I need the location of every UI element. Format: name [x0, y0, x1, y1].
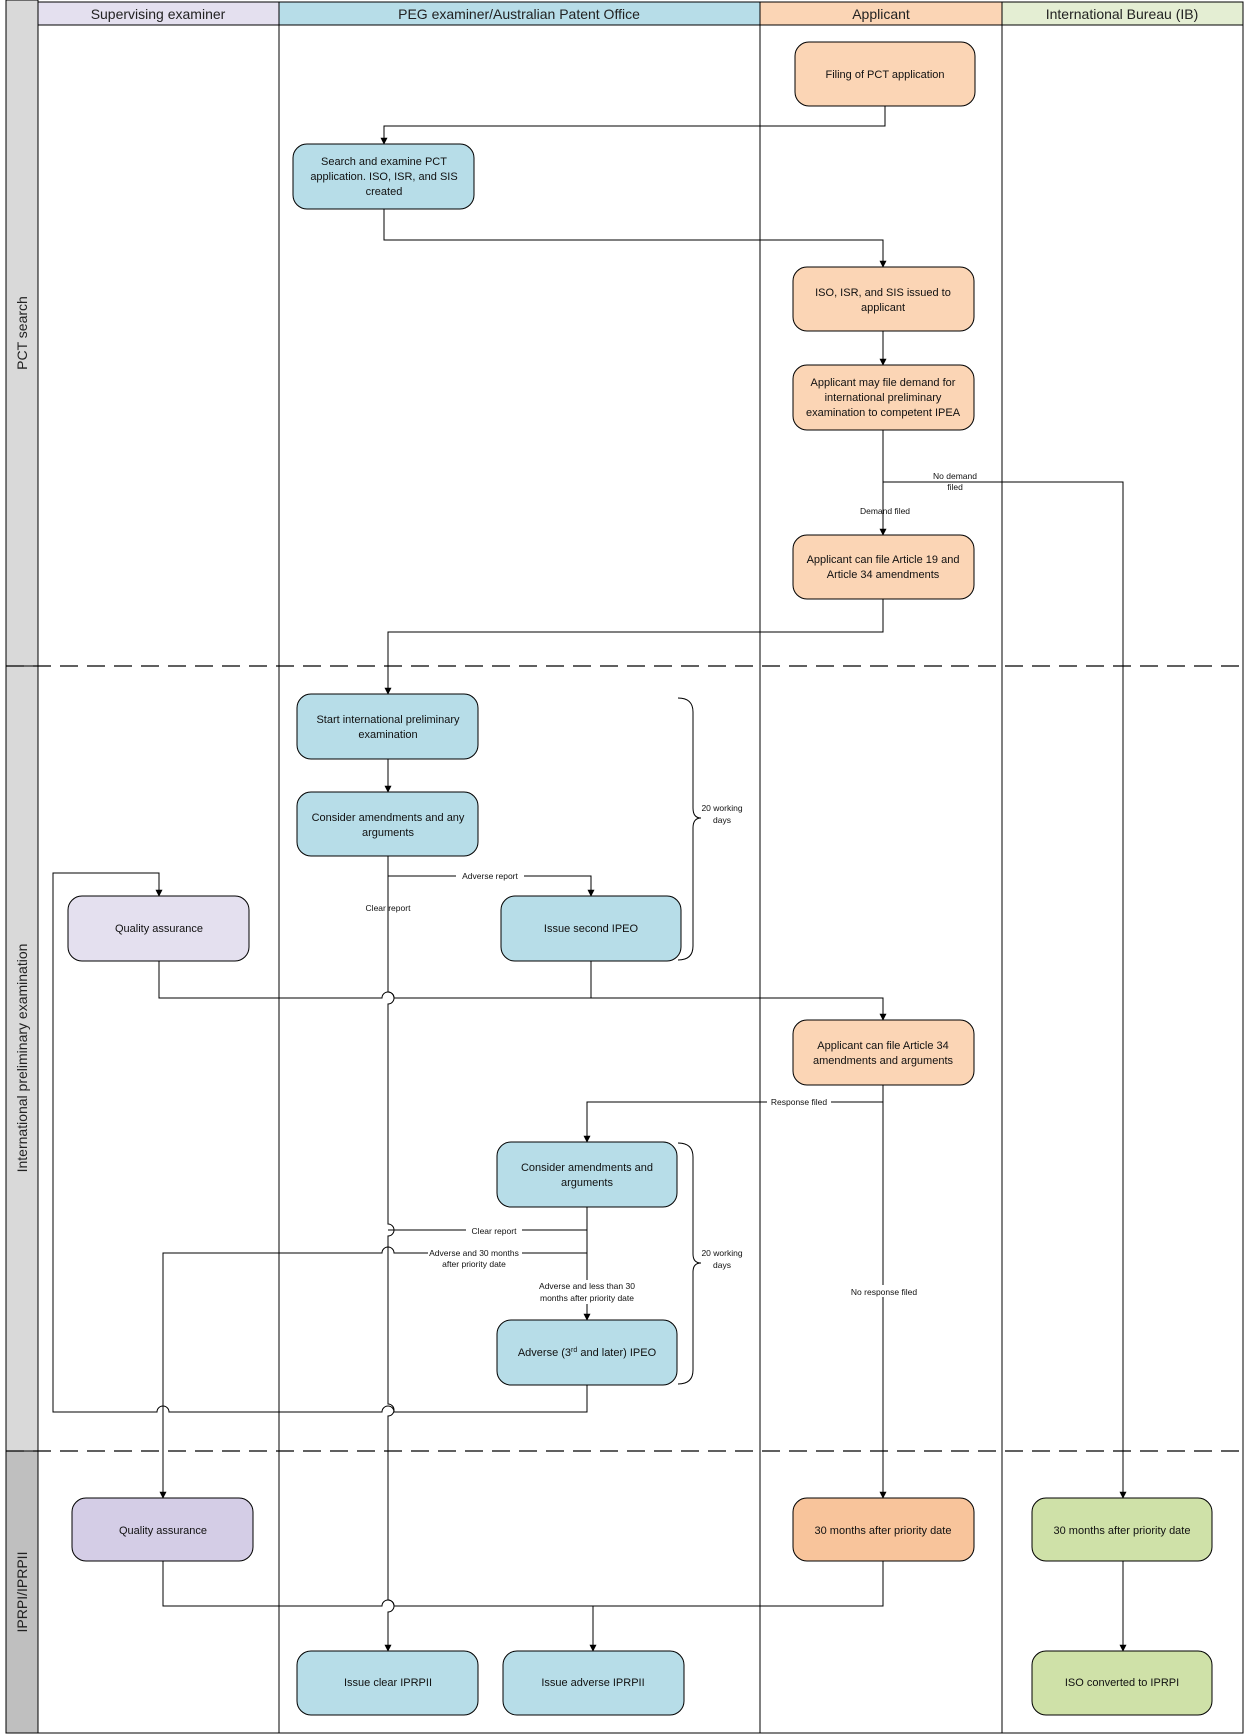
node-consider2: Consider amendments andarguments [497, 1142, 677, 1207]
connectors [53, 106, 1123, 1651]
node-iso-iprpi: ISO converted to IPRPI [1032, 1651, 1212, 1715]
node-demand-text: Applicant may file demand forinternation… [806, 377, 961, 419]
label-demand-filed: Demand filed [860, 506, 910, 516]
node-adverse-iprpii: Issue adverse IPRPII [503, 1651, 684, 1715]
lane-label-applicant: Applicant [852, 6, 910, 22]
node-second-ipeo: Issue second IPEO [501, 896, 681, 961]
phase-label-iprp: IPRPI/IPRPII [14, 1552, 30, 1633]
nodes: Filing of PCT application Search and exa… [68, 42, 1212, 1715]
node-adverse3-text: Adverse (3rd and later) IPEO [518, 1347, 657, 1359]
lane-label-peg: PEG examiner/Australian Patent Office [398, 6, 640, 22]
lane-label-ib: International Bureau (IB) [1046, 6, 1199, 22]
conn-second-to-art34 [591, 961, 883, 998]
node-adverse3: Adverse (3rd and later) IPEO [497, 1320, 677, 1385]
conn-qa1-to-art34 [159, 961, 883, 1020]
node-qa1: Quality assurance [68, 896, 249, 961]
label-clear-report-2: Clear report [472, 1226, 518, 1236]
lane-label-supervising: Supervising examiner [91, 6, 226, 22]
phase-label-ipe: International preliminary examination [14, 944, 30, 1173]
node-thirty-applicant: 30 months after priority date [793, 1498, 974, 1561]
node-thirty-ib: 30 months after priority date [1032, 1498, 1212, 1561]
label-response-filed: Response filed [771, 1097, 828, 1107]
node-filing-text: Filing of PCT application [825, 69, 944, 81]
node-thirty-ib-text: 30 months after priority date [1054, 1525, 1191, 1537]
lanes-frame [38, 25, 1243, 1733]
conn-no-demand-to-ib [883, 482, 1123, 1498]
label-adverse-report: Adverse report [462, 871, 518, 881]
label-adverse-30: Adverse and 30 monthsafter priority date [429, 1248, 519, 1269]
phase-label-pct-search: PCT search [14, 296, 30, 370]
conn-thirty-to-adverse-iprpii [593, 1561, 883, 1606]
node-clear-iprpii-text: Issue clear IPRPII [344, 1677, 432, 1689]
label-20-working-days-1: 20 workingdays [701, 803, 742, 825]
conn-search-to-issued [384, 209, 883, 267]
node-thirty-applicant-text: 30 months after priority date [815, 1525, 952, 1537]
node-art34: Applicant can file Article 34amendments … [793, 1020, 974, 1085]
conn-art34-to-consider2 [587, 1085, 883, 1142]
node-clear-iprpii: Issue clear IPRPII [297, 1651, 478, 1715]
node-issued: ISO, ISR, and SIS issued toapplicant [793, 267, 974, 331]
label-no-response: No response filed [851, 1287, 917, 1297]
label-20-working-days-2: 20 workingdays [701, 1248, 742, 1270]
node-search: Search and examine PCTapplication. ISO, … [293, 144, 474, 209]
node-consider1: Consider amendments and anyarguments [297, 792, 478, 856]
node-start-ipe: Start international preliminaryexaminati… [297, 694, 478, 759]
conn-art19-to-start [388, 599, 883, 694]
conn-filing-to-search [384, 106, 885, 144]
node-qa1-text: Quality assurance [115, 923, 203, 935]
node-demand: Applicant may file demand forinternation… [793, 365, 974, 430]
node-second-ipeo-text: Issue second IPEO [544, 923, 639, 935]
node-iso-iprpi-text: ISO converted to IPRPI [1065, 1677, 1179, 1689]
brace-20-days-2 [678, 1143, 701, 1384]
node-qa2-text: Quality assurance [119, 1525, 207, 1537]
node-qa2: Quality assurance [72, 1498, 253, 1561]
node-adverse-iprpii-text: Issue adverse IPRPII [541, 1677, 644, 1689]
node-filing: Filing of PCT application [795, 42, 975, 106]
label-clear-report-1: Clear report [366, 903, 412, 913]
conn-qa2-to-adverse-iprpii [163, 1561, 593, 1651]
node-art19: Applicant can file Article 19 andArticle… [793, 535, 974, 599]
